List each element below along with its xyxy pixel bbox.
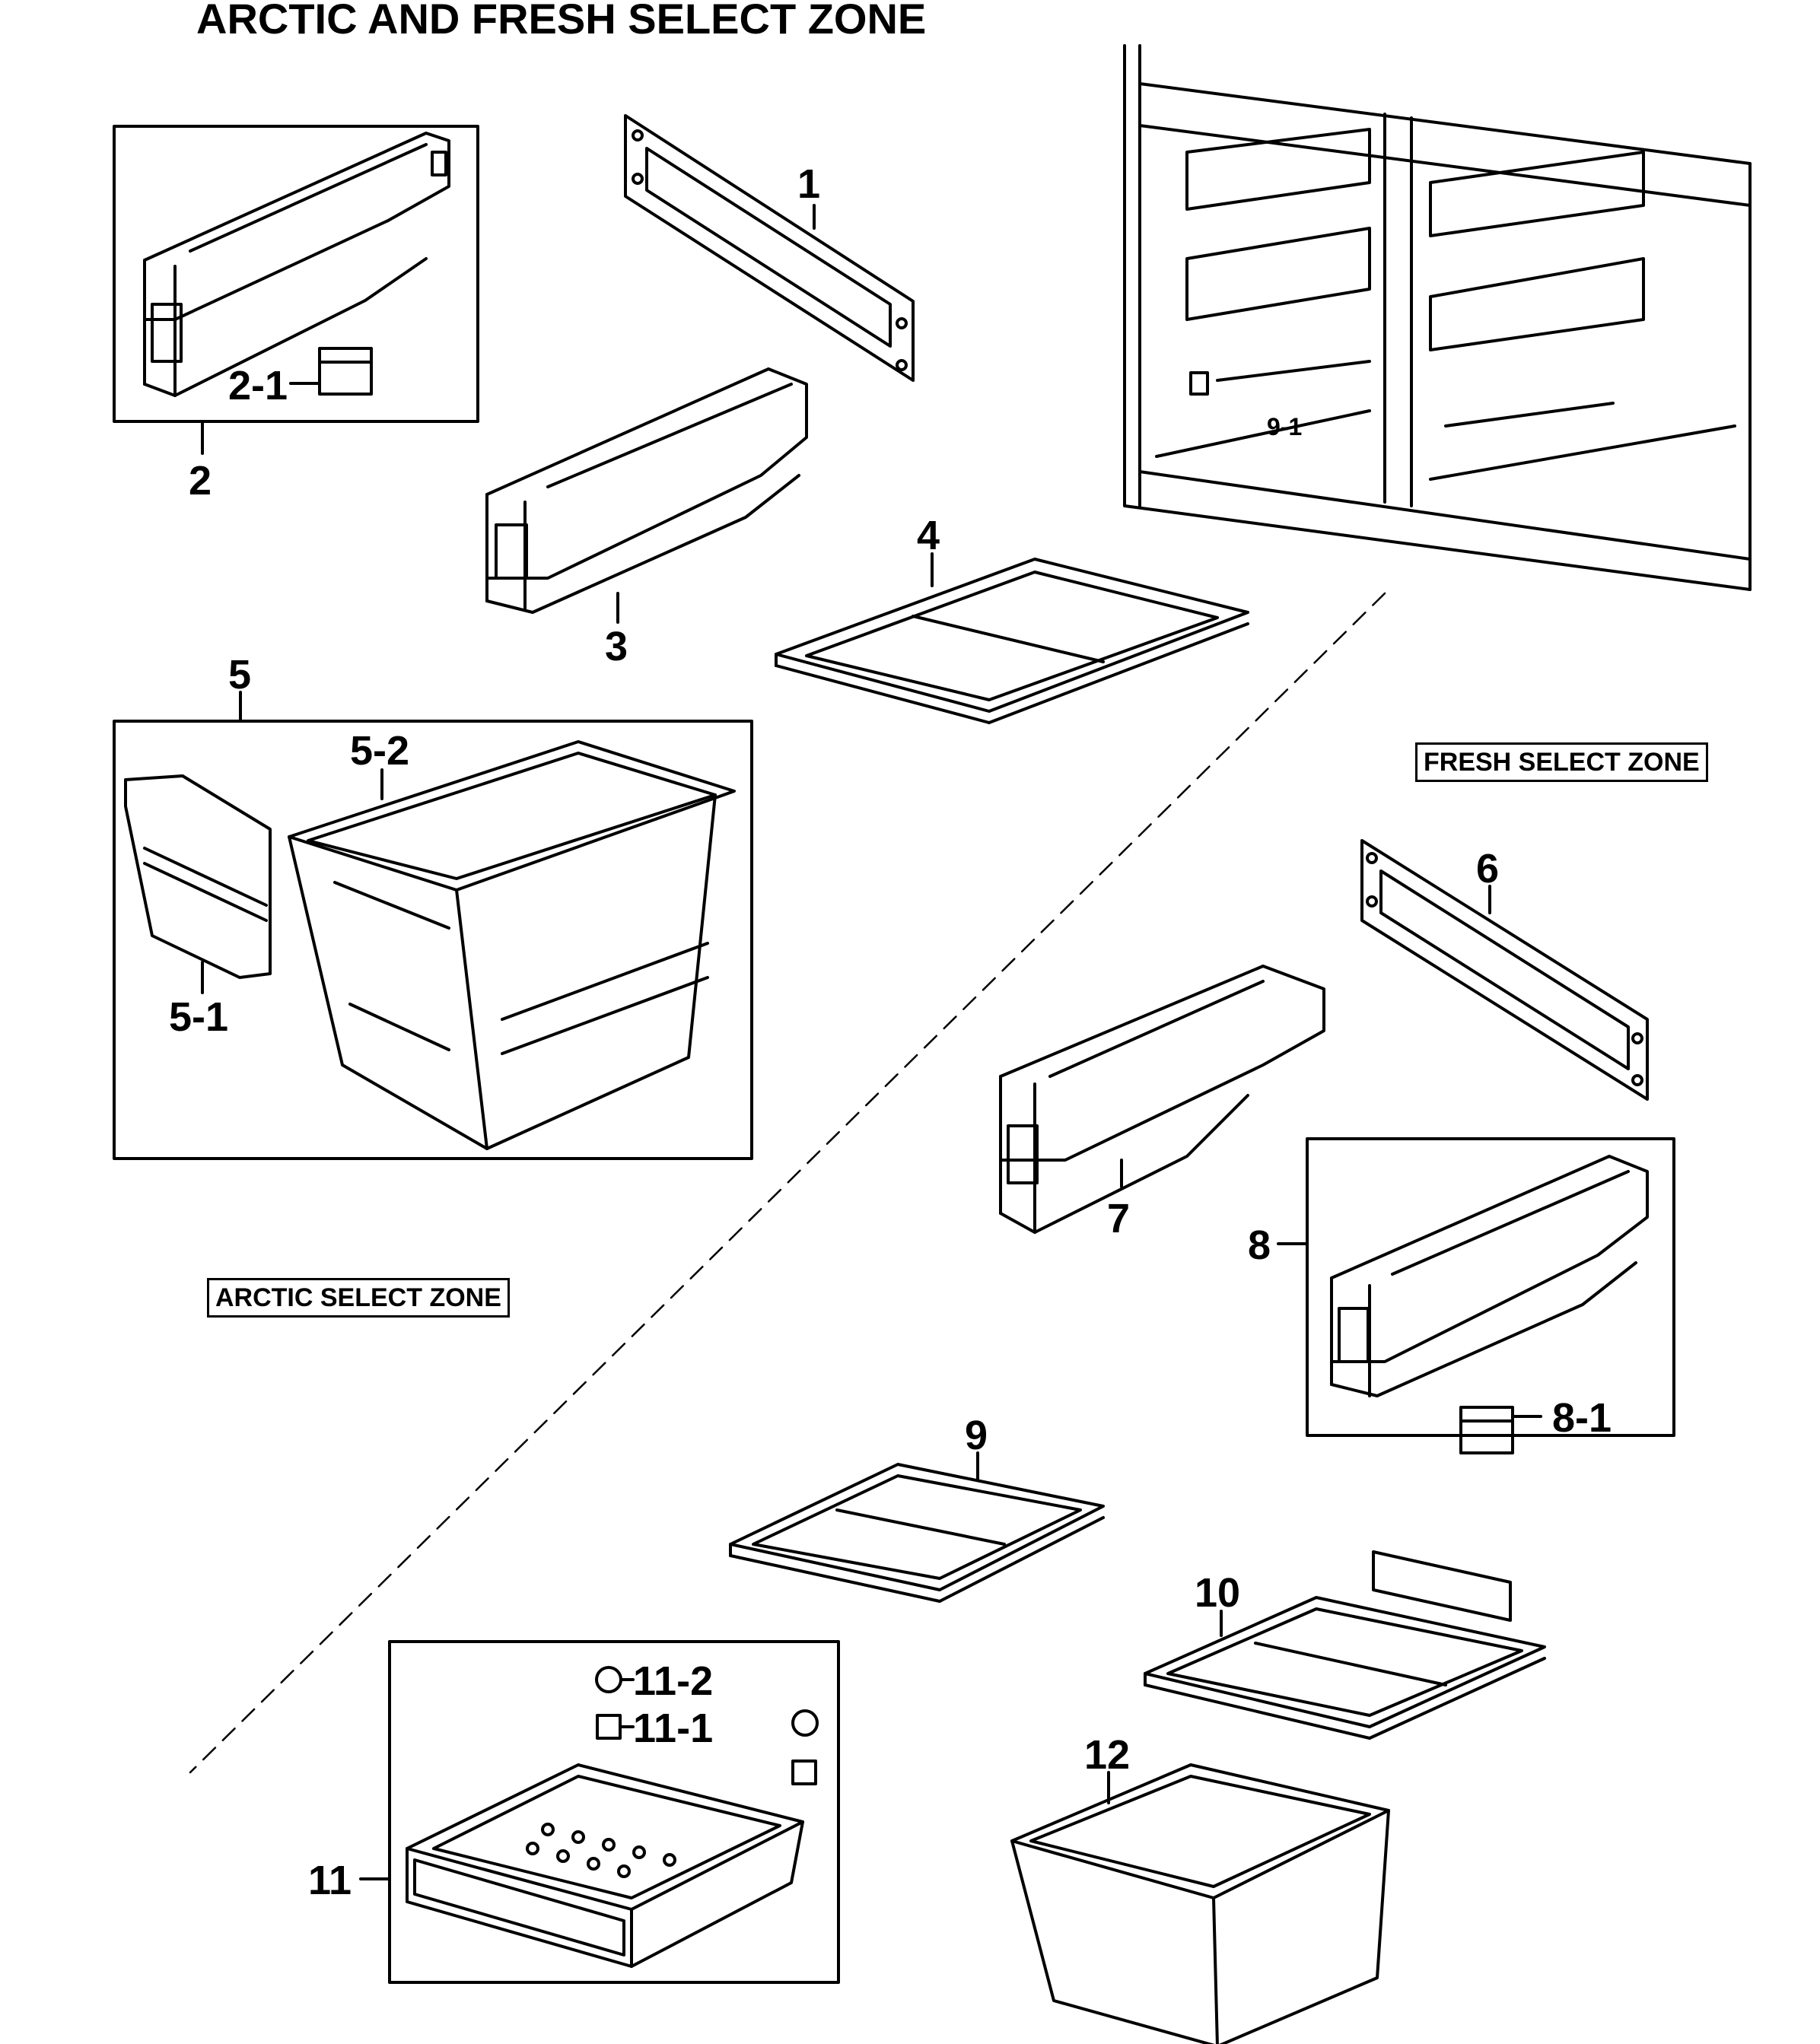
part-2-rail	[143, 132, 450, 397]
part-label-9: 9	[965, 1413, 988, 1458]
part-label-10: 10	[1195, 1570, 1240, 1616]
part-label-5-2: 5-2	[350, 728, 409, 774]
part-3-rail	[485, 367, 808, 614]
part-label-12: 12	[1084, 1732, 1130, 1778]
part-label-6: 6	[1476, 846, 1499, 892]
refrigerator-cabinet	[1123, 44, 1752, 591]
part-4-shelf	[775, 558, 1249, 724]
part-label-1: 1	[797, 161, 820, 207]
part-11-drawer	[406, 1763, 804, 1968]
part-label-2-1: 2-1	[228, 363, 288, 408]
part-label-7: 7	[1107, 1196, 1130, 1241]
part-label-11-2: 11-2	[633, 1658, 713, 1704]
part-5-2-basket	[288, 740, 736, 1150]
part-7-rail	[999, 965, 1325, 1234]
part-label-8-1: 8-1	[1552, 1395, 1612, 1441]
part-9-shelf	[729, 1463, 1105, 1603]
part-2-1-clip	[318, 347, 373, 396]
part-label-5-1: 5-1	[169, 994, 228, 1040]
part-2-box	[113, 125, 479, 423]
fresh-select-zone-label: FRESH SELECT ZONE	[1415, 742, 1708, 782]
part-11-box	[388, 1640, 840, 1984]
part-5-box	[113, 720, 753, 1160]
part-label-5: 5	[228, 652, 251, 698]
part-8-box	[1306, 1137, 1675, 1437]
part-8-rail	[1330, 1155, 1649, 1397]
part-1-rail	[624, 114, 915, 382]
part-8-1-clip	[1459, 1406, 1514, 1454]
part-6-rail	[1360, 839, 1649, 1101]
part-12-bin	[1010, 1763, 1390, 2044]
part-label-11-1: 11-1	[633, 1705, 713, 1751]
arctic-select-zone-label: ARCTIC SELECT ZONE	[207, 1278, 510, 1318]
part-label-2: 2	[189, 458, 212, 504]
zone-divider-line	[189, 592, 1386, 1774]
part-label-8: 8	[1248, 1222, 1271, 1268]
part-label-11: 11	[308, 1858, 352, 1903]
part-10-shelf	[1144, 1550, 1546, 1740]
part-label-4: 4	[917, 513, 940, 558]
diagram-title: ARCTIC AND FRESH SELECT ZONE	[196, 0, 927, 43]
part-label-3: 3	[605, 624, 628, 669]
part-label-9-1: 9-1	[1267, 413, 1302, 440]
part-5-1-divider-panel	[124, 774, 272, 979]
